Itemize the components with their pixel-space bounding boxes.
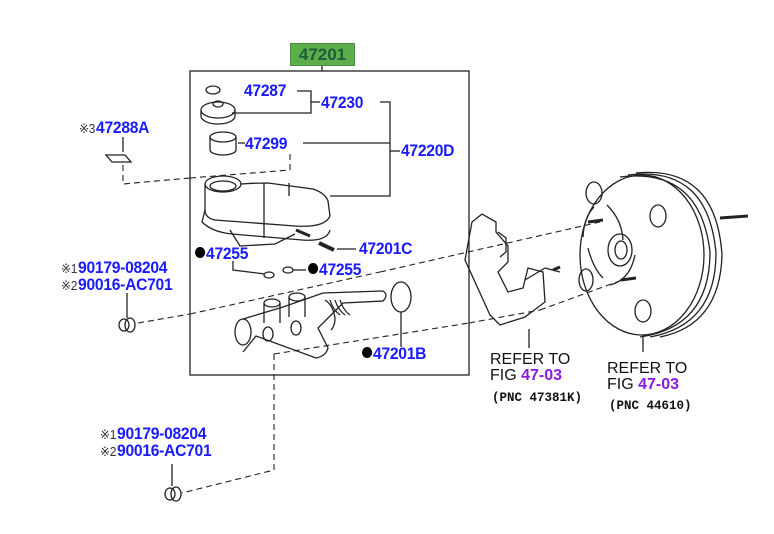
cap-part bbox=[200, 101, 236, 119]
part-label-47201C[interactable]: 47201C bbox=[359, 240, 412, 257]
part-number: 47299 bbox=[245, 134, 288, 153]
strainer-part bbox=[209, 131, 237, 143]
part-label-47287[interactable]: 47287 bbox=[244, 82, 286, 99]
dot-marker bbox=[195, 247, 206, 258]
clip-part bbox=[205, 85, 221, 95]
note-marker: ※3 bbox=[79, 121, 96, 136]
refer-text: REFER TO bbox=[490, 351, 571, 368]
part-number: 47255 bbox=[319, 260, 362, 279]
note-marker: ※2 bbox=[61, 278, 78, 293]
part-label-47255-upper[interactable]: 47255 bbox=[195, 245, 248, 262]
part-number: 47201C bbox=[359, 239, 413, 258]
nut-label-upper-2[interactable]: ※290016-AC701 bbox=[61, 275, 173, 294]
fig-prefix: FIG bbox=[607, 376, 639, 393]
part-number: 90179-08204 bbox=[117, 424, 207, 443]
part-number: 47288A bbox=[96, 118, 150, 137]
nut-label-lower-1[interactable]: ※190179-08204 bbox=[100, 425, 206, 443]
part-number: 47201B bbox=[373, 344, 427, 363]
dot-marker bbox=[362, 347, 373, 358]
brake-booster-part bbox=[578, 171, 749, 352]
leader-47255-a bbox=[232, 261, 266, 275]
part-number: 90016-AC701 bbox=[78, 275, 173, 294]
bracket-47230 bbox=[330, 101, 391, 197]
note-marker: ※1 bbox=[61, 261, 78, 276]
label-plate-part bbox=[104, 154, 133, 163]
dot-marker bbox=[308, 263, 319, 274]
alignment-lines bbox=[122, 150, 626, 494]
assembly-number-badge[interactable]: 47201 bbox=[290, 43, 355, 66]
nut-part-upper bbox=[118, 317, 136, 333]
pedal-bracket-part bbox=[464, 213, 561, 348]
part-number: 90179-08204 bbox=[78, 258, 168, 277]
reference-booster: REFER TO FIG 47-03 bbox=[607, 361, 687, 393]
master-cylinder-part bbox=[234, 290, 387, 359]
pin-part bbox=[295, 228, 311, 238]
part-number: 47287 bbox=[244, 81, 287, 100]
part-label-47230[interactable]: 47230 bbox=[321, 94, 363, 111]
part-number: 90016-AC701 bbox=[117, 441, 212, 460]
figure-link[interactable]: 47-03 bbox=[638, 376, 680, 393]
part-label-47201B[interactable]: 47201B bbox=[362, 345, 426, 362]
part-number: 47230 bbox=[321, 93, 364, 112]
nut-label-lower-2[interactable]: ※290016-AC701 bbox=[100, 441, 212, 460]
pnc-bracket: (PNC 47381K) bbox=[492, 391, 583, 405]
pnc-booster: (PNC 44610) bbox=[609, 399, 692, 413]
part-label-47220D[interactable]: 47220D bbox=[401, 142, 454, 159]
part-label-47255-lower[interactable]: 47255 bbox=[308, 261, 361, 278]
pin-47201C bbox=[318, 241, 335, 252]
reference-bracket: REFER TO FIG 47-03 bbox=[490, 352, 570, 384]
nut-label-upper-1[interactable]: ※190179-08204 bbox=[61, 259, 167, 277]
part-number: 47220D bbox=[401, 141, 455, 160]
fig-prefix: FIG bbox=[490, 367, 522, 384]
part-label-47299[interactable]: 47299 bbox=[245, 135, 287, 152]
part-number: 47255 bbox=[206, 244, 249, 263]
part-label-47288A[interactable]: ※347288A bbox=[79, 119, 149, 137]
refer-text: REFER TO bbox=[607, 360, 688, 377]
note-marker: ※1 bbox=[100, 427, 117, 442]
nut-part-lower bbox=[164, 486, 182, 502]
figure-link[interactable]: 47-03 bbox=[521, 367, 563, 384]
assembly-frame bbox=[189, 70, 470, 376]
grommet-a bbox=[263, 271, 275, 279]
reservoir-part bbox=[201, 175, 331, 247]
grommet-b bbox=[282, 266, 294, 274]
note-marker: ※2 bbox=[100, 444, 117, 459]
o-ring-part bbox=[390, 281, 412, 313]
